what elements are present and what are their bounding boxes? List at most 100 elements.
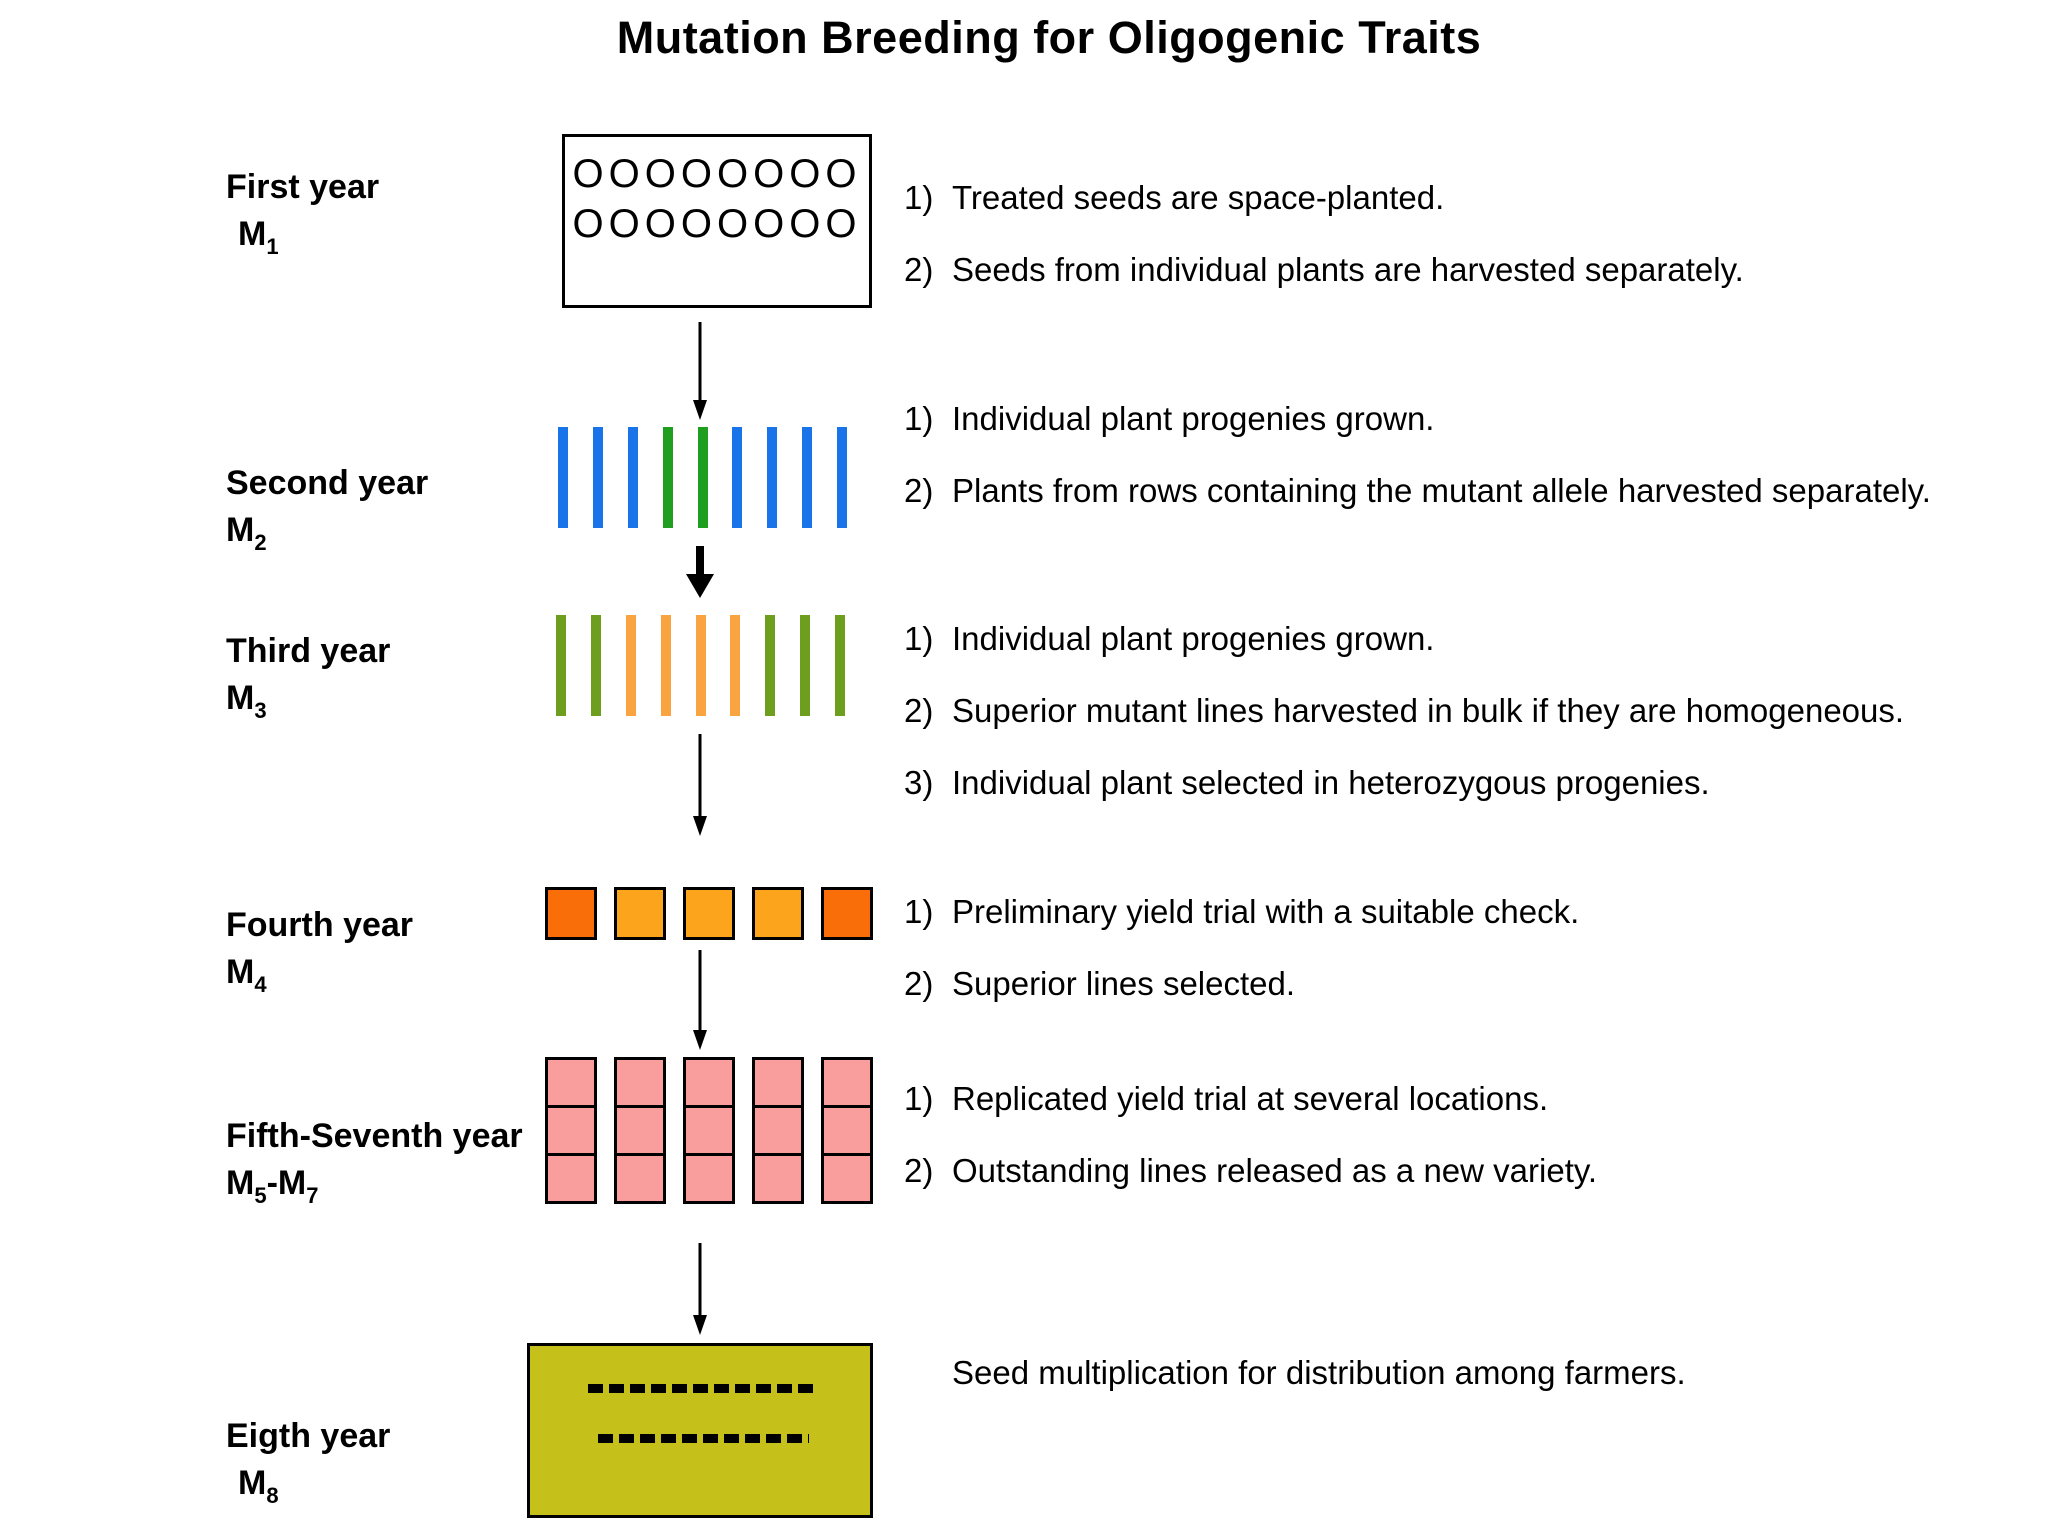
note-item: Seed multiplication for distribution amo… bbox=[904, 1351, 2024, 1395]
arrow-shaft bbox=[698, 734, 701, 818]
note-text: Outstanding lines released as a new vari… bbox=[952, 1152, 1598, 1189]
third-year-progeny-rows bbox=[556, 615, 845, 716]
seed-row-dashed-line bbox=[588, 1384, 819, 1393]
stage-generation-text: M2 bbox=[226, 507, 428, 566]
arrow-head bbox=[692, 1030, 707, 1050]
generation-base: M bbox=[238, 1464, 267, 1502]
stage-generation-text: M8 bbox=[226, 1460, 390, 1519]
progeny-row-bar-blue bbox=[592, 427, 603, 528]
stage-year-text: Eigth year bbox=[226, 1417, 391, 1455]
note-item: 1)Treated seeds are space-planted. bbox=[904, 176, 2024, 220]
note-number bbox=[904, 1351, 952, 1395]
generation-subscript: 4 bbox=[254, 972, 267, 997]
note-number: 1) bbox=[904, 620, 934, 657]
progeny-row-bar-olive-green bbox=[590, 615, 601, 716]
note-text: Superior lines selected. bbox=[952, 965, 1296, 1002]
trial-grid-cell bbox=[821, 1153, 873, 1204]
note-number: 1) bbox=[904, 1080, 934, 1117]
note-text: Treated seeds are space-planted. bbox=[952, 179, 1445, 216]
progeny-row-bar-green bbox=[697, 427, 708, 528]
progeny-row-bar-orange bbox=[730, 615, 741, 716]
trial-grid-column bbox=[821, 1057, 873, 1204]
generation-subscript: 7 bbox=[306, 1183, 319, 1208]
note-item: 2)Superior lines selected. bbox=[904, 962, 2024, 1006]
progeny-row-bar-blue bbox=[802, 427, 813, 528]
note-number: 2) bbox=[904, 692, 934, 729]
note-item: 2) Outstanding lines released as a new va… bbox=[904, 1149, 2024, 1193]
progeny-row-bar-blue bbox=[837, 427, 847, 528]
arrow-shaft bbox=[698, 950, 701, 1032]
trial-grid-cell bbox=[683, 1105, 735, 1156]
note-text: Superior mutant lines harvested in bulk … bbox=[952, 692, 1905, 729]
trial-grid-cell bbox=[752, 1153, 804, 1204]
trial-grid-cell bbox=[821, 1057, 873, 1108]
notes-fifth-seventh-year: 1)Replicated yield trial at several loca… bbox=[904, 1077, 2024, 1221]
trial-plot-orange-light bbox=[614, 887, 666, 940]
arrow-head bbox=[692, 816, 707, 836]
seed-row: OOOOOOOO bbox=[572, 202, 862, 246]
note-text: Preliminary yield trial with a suitable … bbox=[952, 893, 1580, 930]
generation-subscript: 2 bbox=[254, 530, 267, 555]
progeny-row-bar-green bbox=[662, 427, 673, 528]
notes-fourth-year: 1) Preliminary yield trial with a suitabl… bbox=[904, 890, 2024, 1034]
progeny-row-bar-olive-green bbox=[800, 615, 811, 716]
generation-base: -M bbox=[266, 1164, 307, 1202]
progeny-row-bar-blue bbox=[767, 427, 778, 528]
bold-down-arrow-icon bbox=[686, 546, 714, 598]
down-arrow-icon bbox=[692, 322, 707, 420]
progeny-row-bar-blue bbox=[627, 427, 638, 528]
trial-grid-cell bbox=[752, 1105, 804, 1156]
fourth-year-trial-plots bbox=[545, 887, 873, 941]
note-number: 1) bbox=[904, 893, 934, 930]
note-number: 2) bbox=[904, 251, 934, 288]
progeny-row-bar-orange bbox=[625, 615, 636, 716]
trial-grid-cell bbox=[545, 1105, 597, 1156]
generation-base: M bbox=[226, 511, 255, 549]
stage-generation-text: M1 bbox=[226, 211, 379, 270]
note-text: Seed multiplication for distribution amo… bbox=[952, 1354, 1686, 1391]
note-text: Seeds from individual plants are harvest… bbox=[952, 251, 1744, 288]
arrow-head bbox=[686, 574, 714, 598]
replicated-trial-grid bbox=[545, 1057, 873, 1204]
down-arrow-icon bbox=[692, 950, 707, 1050]
trial-grid-cell bbox=[614, 1153, 666, 1204]
note-item: 1)Replicated yield trial at several loca… bbox=[904, 1077, 2024, 1121]
trial-plot-orange-light bbox=[752, 887, 804, 940]
note-item: 2) Seeds from individual plants are harve… bbox=[904, 248, 2024, 292]
progeny-row-bar-orange bbox=[660, 615, 671, 716]
trial-plot-orange-dark bbox=[821, 887, 873, 940]
note-number: 2) bbox=[904, 1152, 934, 1189]
generation-subscript: 5 bbox=[254, 1183, 267, 1208]
seed-row: OOOOOOOO bbox=[572, 152, 862, 196]
second-year-progeny-rows bbox=[558, 427, 847, 528]
note-text: Individual plant progenies grown. bbox=[952, 400, 1435, 437]
down-arrow-icon bbox=[692, 1243, 707, 1335]
progeny-row-bar-blue bbox=[558, 427, 568, 528]
stage-year-text: Second year bbox=[226, 464, 429, 502]
note-text: Individual plant selected in heterozygou… bbox=[952, 764, 1710, 801]
stage-label-eigth-year: Eigth year M8 bbox=[226, 1413, 390, 1519]
arrow-head bbox=[692, 1315, 707, 1335]
note-item: 2)Plants from rows containing the mutant… bbox=[904, 469, 2024, 513]
trial-grid-column bbox=[752, 1057, 804, 1204]
trial-grid-cell bbox=[683, 1057, 735, 1108]
note-item: 1) Preliminary yield trial with a suitabl… bbox=[904, 890, 2024, 934]
trial-grid-cell bbox=[614, 1057, 666, 1108]
stage-label-fourth-year: Fourth year M4 bbox=[226, 902, 413, 1008]
trial-plot-orange-dark bbox=[545, 887, 597, 940]
generation-subscript: 1 bbox=[266, 234, 279, 259]
trial-grid-column bbox=[545, 1057, 597, 1204]
generation-base: M bbox=[226, 1164, 255, 1202]
generation-subscript: 8 bbox=[266, 1483, 279, 1508]
trial-grid-cell bbox=[614, 1105, 666, 1156]
trial-grid-cell bbox=[821, 1105, 873, 1156]
note-number: 2) bbox=[904, 472, 934, 509]
stage-label-first-year: First year M1 bbox=[226, 164, 379, 270]
progeny-row-bar-olive-green bbox=[835, 615, 845, 716]
note-item: 1)Individual plant progenies grown. bbox=[904, 397, 2024, 441]
arrow-head bbox=[692, 400, 707, 420]
notes-second-year: 1)Individual plant progenies grown. 2)Pla… bbox=[904, 397, 2024, 541]
seed-row-dashed-line bbox=[598, 1434, 809, 1443]
generation-subscript: 3 bbox=[254, 698, 267, 723]
